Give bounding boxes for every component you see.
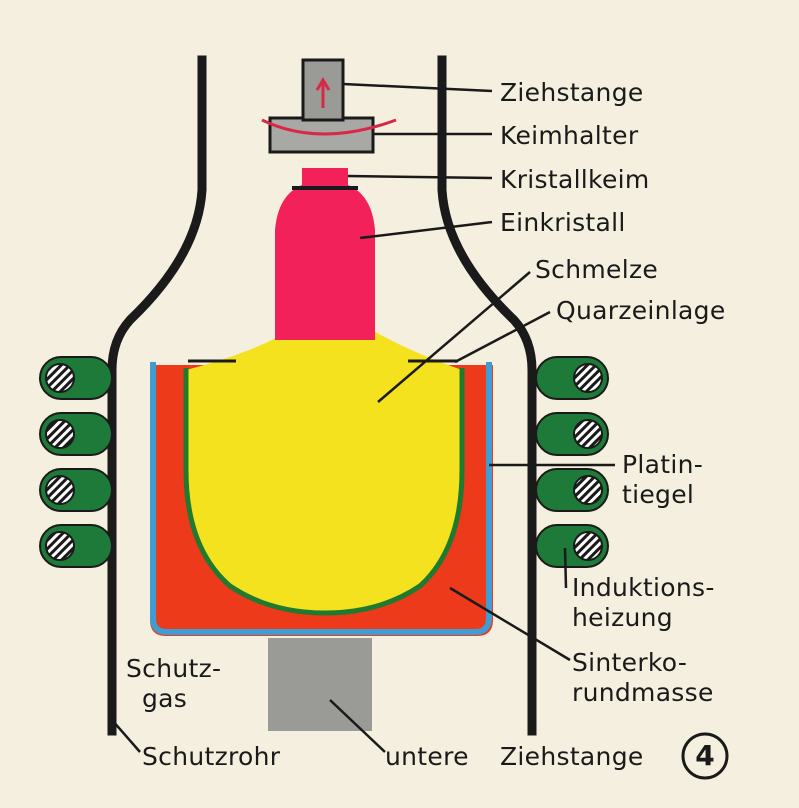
label-platintiegel-line1: Platin- [622,450,704,479]
label-schmelze: Schmelze [535,255,659,284]
label-induktion-line1: Induktions- [572,573,715,602]
label-induktion-line2: heizung [572,603,673,632]
label-keimhalter: Keimhalter [500,121,639,150]
label-untere-ziehstange: Ziehstange [500,742,644,771]
induction-coils-right [535,356,609,568]
label-einkristall: Einkristall [500,208,626,237]
figure-number-circle [681,732,729,780]
platinum-crucible [150,362,492,635]
label-schutzgas: Schutz- gas [126,654,221,714]
induction-coils-left [39,356,113,568]
lower-rod [268,638,372,731]
quartz-insert [183,368,465,616]
melt [186,330,462,612]
label-sinterkorundmasse: Sinterko- rundmasse [572,648,714,708]
single-crystal [275,168,375,340]
protective-tube [107,55,537,736]
leader-lines [111,82,615,753]
label-induktionsheizung: Induktions- heizung [572,573,715,633]
label-quarzeinlage: Quarzeinlage [556,296,726,325]
label-kristallkeim: Kristallkeim [500,165,650,194]
label-schutzgas-line1: Schutz- [126,654,222,683]
label-sinter-line1: Sinterko- [572,648,688,677]
label-ziehstange: Ziehstange [500,78,644,107]
label-sinter-line2: rundmasse [572,678,714,707]
label-untere: untere [385,742,469,771]
label-schutzgas-line2: gas [142,684,188,713]
figure-number: 4 [695,739,715,772]
label-platintiegel: Platin- tiegel [622,450,703,510]
label-platintiegel-line2: tiegel [622,480,695,509]
label-schutzrohr: Schutzrohr [142,742,281,771]
